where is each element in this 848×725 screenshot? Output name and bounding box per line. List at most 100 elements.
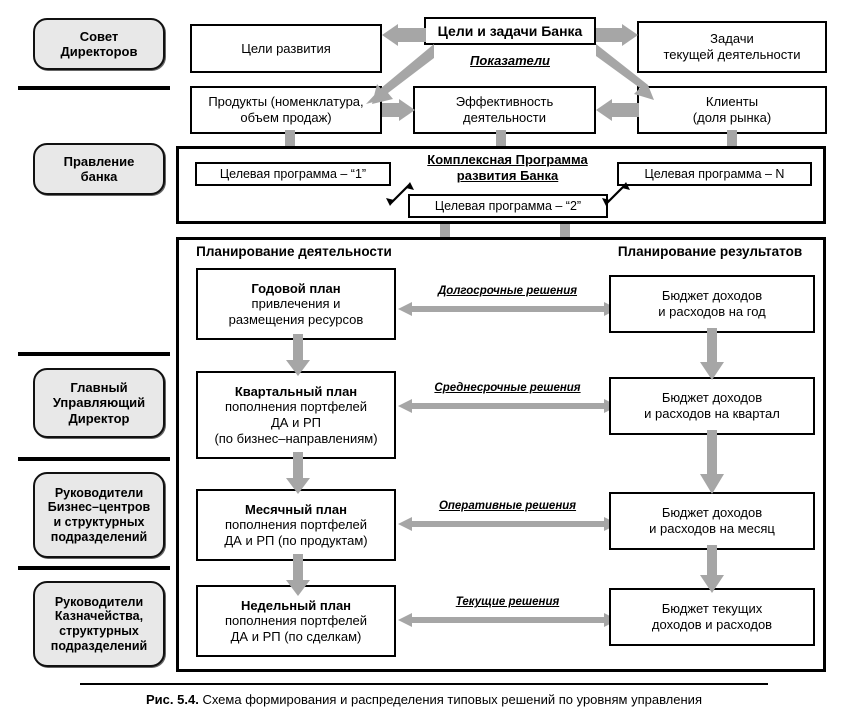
complex-program-title: Комплексная Программа развития Банка <box>410 152 605 184</box>
figure-caption: Рис. 5.4. Схема формирования и распредел… <box>0 692 848 707</box>
caption-text: Схема формирования и распределения типов… <box>202 692 702 707</box>
arrow-annual-to-quarterly <box>286 334 310 376</box>
budget-line-1: Бюджет доходов <box>661 390 763 406</box>
box-target-program-n: Целевая программа – N <box>617 162 812 186</box>
arrow-budget-monthly-to-weekly <box>700 545 724 593</box>
planning-results-heading: Планирование результатов <box>617 244 803 259</box>
decision-label-operational: Оперативные решения <box>438 500 577 512</box>
plan-line-2: ДА и РП (по продуктам) <box>224 532 368 548</box>
budget-line-1: Бюджет текущих <box>661 601 763 617</box>
complex-program-title-line1: Комплексная Программа <box>427 152 588 167</box>
plan-line-2: ДА и РП (по сделкам) <box>230 628 362 644</box>
level-divider-3 <box>18 457 170 461</box>
box-efficiency-of-activity: Эффективность деятельности <box>413 86 596 134</box>
arrow-goals-to-clients-diagonal <box>596 42 668 100</box>
level-badge-board-of-directors: Совет Директоров <box>33 18 165 70</box>
level-label-line1: Совет <box>79 28 119 44</box>
budget-line-2: доходов и расходов <box>651 617 773 632</box>
box-label-line1: Эффективность <box>455 94 554 110</box>
level-divider-2 <box>18 352 170 356</box>
level-label-line3: и структурных <box>53 515 145 529</box>
arrow-goals-to-products-diagonal <box>352 42 434 104</box>
box-label-line1: Продукты (номенклатура, <box>208 94 364 110</box>
plan-line-2: ДА и РП <box>271 415 321 430</box>
level-label-line2: банка <box>80 169 118 184</box>
decision-label-long-term: Долгосрочные решения <box>437 285 578 297</box>
plan-line-3: (по бизнес–направлениям) <box>214 430 378 446</box>
level-divider-1 <box>18 86 170 90</box>
box-budget-monthly: Бюджет доходов и расходов на месяц <box>609 492 815 550</box>
box-label-line2: текущей деятельности <box>663 47 801 62</box>
arrow-program1-to-program2 <box>386 180 414 208</box>
plan-line-1: привлечения и <box>251 296 341 312</box>
planning-activities-heading: Планирование деятельности <box>196 244 392 259</box>
arrow-bidirectional-annual <box>398 301 618 317</box>
box-label: Цели и задачи Банка <box>437 22 583 39</box>
arrow-budget-quarterly-to-monthly <box>700 430 724 494</box>
caption-number: Рис. 5.4. <box>146 692 199 707</box>
box-plan-monthly: Месячный план пополнения портфелей ДА и … <box>196 489 396 561</box>
budget-line-1: Бюджет доходов <box>661 505 763 521</box>
plan-line-1: пополнения портфелей <box>224 399 368 415</box>
box-label: Целевая программа – N <box>644 166 785 181</box>
level-label-line4: подразделений <box>50 529 148 544</box>
arrow-products-to-efficiency <box>382 99 415 121</box>
plan-line-2: размещения ресурсов <box>228 311 364 327</box>
decision-label-current: Текущие решения <box>455 596 560 608</box>
box-label-line2: деятельности <box>463 110 546 125</box>
caption-rule <box>80 683 768 685</box>
plan-title: Годовой план <box>251 280 341 296</box>
arrow-bidirectional-monthly <box>398 516 618 532</box>
level-label-line1: Руководители <box>54 594 144 609</box>
arrow-budget-annual-to-quarterly <box>700 328 724 380</box>
arrow-bidirectional-weekly <box>398 612 618 628</box>
indicators-label: Показатели <box>470 53 550 68</box>
arrow-clients-to-efficiency <box>596 99 639 121</box>
level-badge-chief-managing-director: Главный Управляющий Директор <box>33 368 165 438</box>
decision-label-mid-term: Среднесрочные решения <box>434 382 581 394</box>
arrow-goals-to-current-tasks <box>596 24 638 46</box>
plan-line-1: пополнения портфелей <box>224 613 368 629</box>
level-label-line3: Директор <box>68 410 130 426</box>
level-badge-business-center-heads: Руководители Бизнес–центров и структурны… <box>33 472 165 558</box>
box-development-goals: Цели развития <box>190 24 382 73</box>
level-label-line3: структурных <box>59 624 139 638</box>
plan-line-1: пополнения портфелей <box>224 517 368 533</box>
level-label-line1: Правление <box>63 153 135 169</box>
box-budget-annual: Бюджет доходов и расходов на год <box>609 275 815 333</box>
box-clients-market-share: Клиенты (доля рынка) <box>637 86 827 134</box>
plan-title: Квартальный план <box>234 383 358 399</box>
box-goals-and-tasks-of-bank: Цели и задачи Банка <box>424 17 596 45</box>
arrow-monthly-to-weekly <box>286 554 310 596</box>
level-label-line1: Руководители <box>54 485 144 500</box>
arrow-goals-to-development-goals <box>382 24 426 46</box>
level-badge-bank-management: Правление банка <box>33 143 165 195</box>
box-label: Целевая программа – “2” <box>434 198 582 213</box>
complex-program-title-line2: развития Банка <box>456 167 559 183</box>
box-label-line1: Клиенты <box>705 94 759 110</box>
level-badge-treasury-heads: Руководители Казначейства, структурных п… <box>33 581 165 667</box>
budget-line-2: и расходов на квартал <box>644 406 780 421</box>
level-label-line2: Казначейства, <box>54 609 144 624</box>
plan-title: Месячный план <box>244 501 347 517</box>
arrow-program2-to-programn <box>602 180 630 208</box>
box-label: Целевая программа – “1” <box>219 166 367 181</box>
level-label-line4: подразделений <box>50 638 148 653</box>
budget-line-2: и расходов на месяц <box>649 521 775 536</box>
plan-title: Недельный план <box>240 597 352 613</box>
box-label: Цели развития <box>241 40 331 56</box>
box-plan-annual: Годовой план привлечения и размещения ре… <box>196 268 396 340</box>
box-budget-weekly: Бюджет текущих доходов и расходов <box>609 588 815 646</box>
box-plan-quarterly: Квартальный план пополнения портфелей ДА… <box>196 371 396 459</box>
box-label-line2: объем продаж) <box>240 110 332 125</box>
arrow-bidirectional-quarterly <box>398 398 618 414</box>
level-label-line1: Главный <box>70 380 128 395</box>
box-target-program-1: Целевая программа – “1” <box>195 162 391 186</box>
level-label-line2: Управляющий <box>52 395 146 411</box>
level-label-line2: Директоров <box>60 44 138 59</box>
budget-line-1: Бюджет доходов <box>661 288 763 304</box>
arrow-quarterly-to-monthly <box>286 452 310 494</box>
box-target-program-2: Целевая программа – “2” <box>408 194 608 218</box>
level-label-line2: Бизнес–центров <box>47 500 151 515</box>
box-label-line1: Задачи <box>710 31 754 47</box>
